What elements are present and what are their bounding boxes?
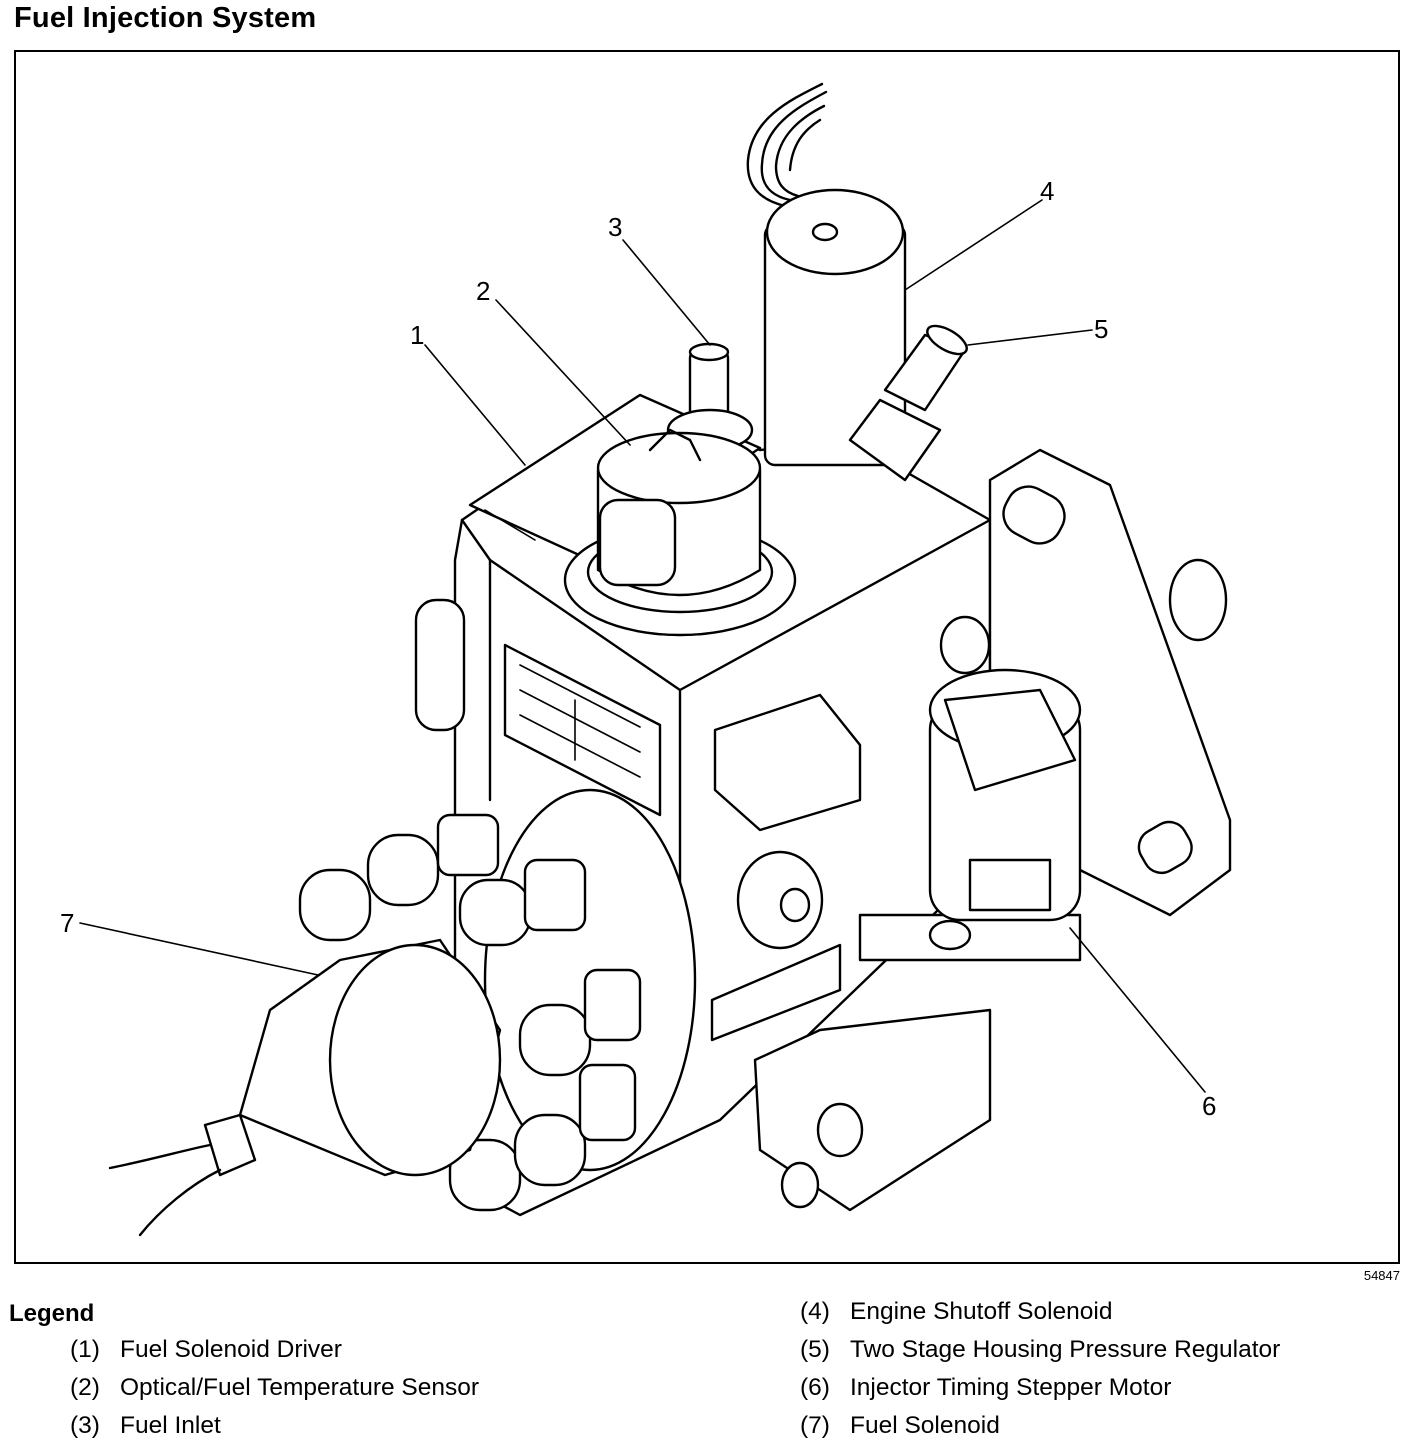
legend-item: (7)Fuel Solenoid (800, 1412, 1000, 1439)
shutoff-solenoid-wires (746, 82, 828, 208)
legend-item: (1)Fuel Solenoid Driver (70, 1336, 342, 1363)
distributor-head (298, 788, 697, 1212)
fuel-solenoid (108, 938, 502, 1237)
injector-timing-stepper-motor (858, 668, 1082, 962)
legend-item: (4)Engine Shutoff Solenoid (800, 1298, 1113, 1325)
callout-labels: 1 2 3 4 5 6 7 (60, 176, 1216, 1121)
leader-lines (79, 199, 1206, 1093)
callout-4: 4 (1040, 176, 1054, 206)
side-cover (710, 693, 862, 1042)
housing-pressure-regulator (848, 324, 968, 482)
legend-item: (3)Fuel Inlet (70, 1412, 221, 1439)
data-plate (503, 643, 662, 817)
callout-5: 5 (1094, 314, 1108, 344)
diagram-frame (14, 50, 1400, 1264)
legend-title: Legend (9, 1300, 95, 1327)
callout-1: 1 (410, 320, 424, 350)
outlet-fittings (298, 813, 642, 1212)
legend-item: (2)Optical/Fuel Temperature Sensor (70, 1374, 480, 1401)
legend-item: (5)Two Stage Housing Pressure Regulator (800, 1336, 1281, 1363)
callout-3: 3 (608, 212, 622, 242)
legend-column-right: (4)Engine Shutoff Solenoid (5)Two Stage … (800, 1298, 1280, 1450)
lower-bracket (753, 1008, 992, 1212)
optical-fuel-temperature-sensor (563, 428, 797, 637)
callout-6: 6 (1202, 1091, 1216, 1121)
page-title: Fuel Injection System (14, 2, 317, 34)
figure-id: 54847 (1363, 1268, 1400, 1283)
callout-2: 2 (476, 276, 490, 306)
callout-7: 7 (60, 908, 74, 938)
legend-column-left: (1)Fuel Solenoid Driver (2)Optical/Fuel … (70, 1336, 479, 1450)
engine-shutoff-solenoid (763, 188, 907, 467)
legend-item: (6)Injector Timing Stepper Motor (800, 1374, 1172, 1401)
